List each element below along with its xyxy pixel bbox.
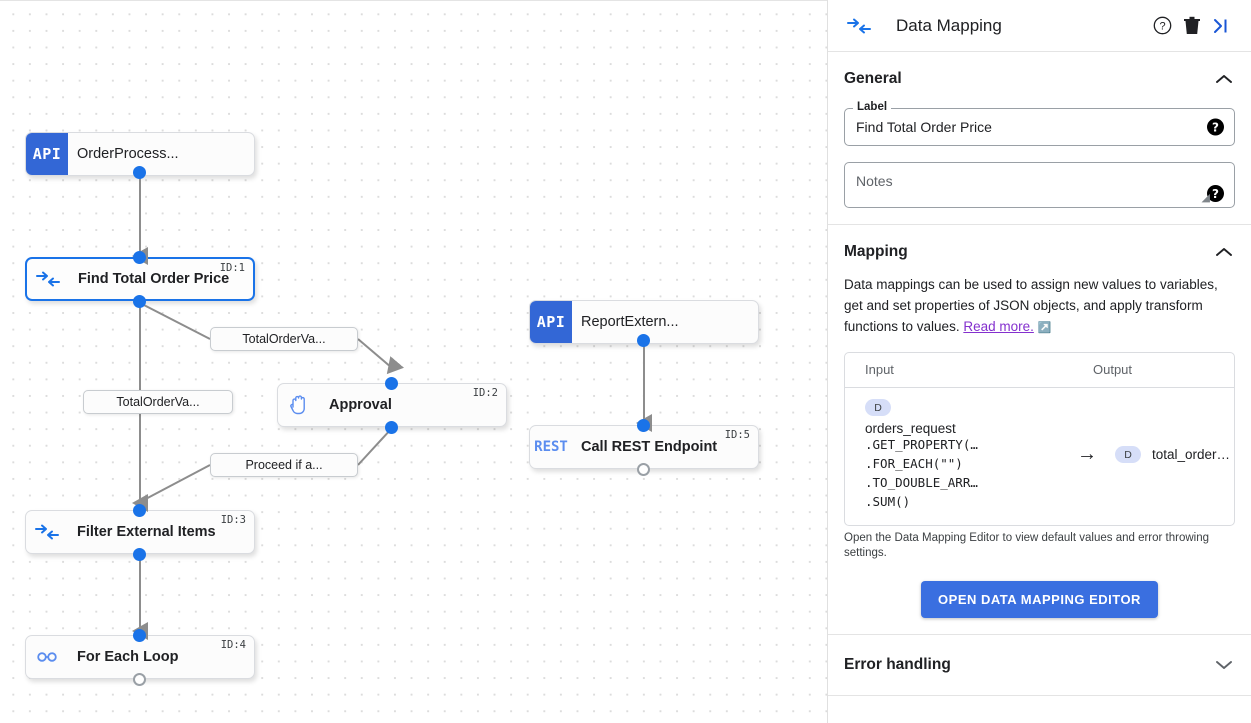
api-icon: API (26, 133, 68, 175)
port-output-call-rest-endpoint[interactable] (637, 463, 650, 476)
port-output-order-process[interactable] (133, 166, 146, 179)
section-mapping-header[interactable]: Mapping (844, 241, 1235, 263)
svg-text:?: ? (1159, 21, 1165, 33)
flow-node-label: For Each Loop (77, 649, 179, 665)
read-more-link[interactable]: Read more. (963, 318, 1034, 334)
flow-node-id-badge: ID:3 (220, 514, 246, 526)
flow-node-id-badge: ID:1 (219, 262, 245, 274)
page-title: Data Mapping (896, 15, 1002, 35)
loop-icon (26, 636, 68, 678)
mapping-button-row: OPEN DATA MAPPING EDITOR (844, 581, 1235, 619)
flow-canvas[interactable]: API OrderProcess... Find Total Order Pri… (0, 0, 828, 723)
notes-field[interactable]: Notes ? ◢ (844, 162, 1235, 208)
label-field-value: Find Total Order Price (856, 119, 992, 135)
notes-placeholder: Notes (856, 173, 893, 189)
properties-panel: Data Mapping ? (828, 0, 1251, 723)
label-field[interactable]: Label Find Total Order Price ? (844, 101, 1235, 146)
flow-node-id-badge: ID:2 (472, 387, 498, 399)
section-error-handling: Error handling (828, 635, 1251, 697)
mapping-table: Input Output D orders_request .GET_PROPE… (844, 351, 1235, 527)
flow-node-call-rest-endpoint[interactable]: REST Call REST Endpoint ID:5 (529, 425, 759, 469)
port-output-report-extern[interactable] (637, 334, 650, 347)
delete-icon[interactable] (1177, 11, 1207, 41)
column-header-input: Input (865, 362, 894, 378)
collapse-panel-icon[interactable] (1207, 11, 1237, 41)
mapping-description-text: Data mappings can be used to assign new … (844, 277, 1218, 334)
connector-wires (132, 176, 652, 640)
port-output-approval[interactable] (385, 421, 398, 434)
label-help-icon[interactable]: ? (1207, 118, 1224, 136)
input-expression: .GET_PROPERTY(… .FOR_EACH("") .TO_DOUBLE… (865, 437, 978, 509)
flow-node-label: Approval (329, 397, 392, 413)
flow-node-label: Call REST Endpoint (581, 439, 718, 455)
port-output-filter-external-items[interactable] (133, 548, 146, 561)
input-variable-name: orders_request (865, 421, 956, 437)
notes-help-icon[interactable]: ? (1207, 185, 1224, 202)
chevron-up-icon[interactable] (1213, 68, 1235, 90)
external-link-icon[interactable]: ↗️ (1037, 321, 1052, 334)
mapping-table-header: Input Output (845, 353, 1234, 388)
mapping-output-cell: D total_order… (1109, 446, 1234, 464)
section-title: General (844, 70, 902, 87)
flow-node-label: Find Total Order Price (78, 271, 230, 287)
section-mapping: Mapping Data mappings can be used to ass… (828, 225, 1251, 636)
mapping-table-row[interactable]: D orders_request .GET_PROPERTY(… .FOR_EA… (845, 388, 1234, 526)
help-icon[interactable]: ? (1147, 11, 1177, 41)
section-title: Mapping (844, 243, 908, 260)
flow-node-label: Filter External Items (77, 524, 216, 540)
flow-node-label: OrderProcess... (77, 146, 179, 162)
chevron-down-icon[interactable] (1213, 654, 1235, 676)
column-header-output: Output (1093, 362, 1133, 378)
flow-node-for-each-loop[interactable]: For Each Loop ID:4 (25, 635, 255, 679)
canvas-top-divider (0, 0, 827, 1)
connector-label-total-order-va-2[interactable]: TotalOrderVa... (83, 390, 233, 414)
port-input-find-total-order-price[interactable] (133, 251, 146, 264)
flow-node-id-badge: ID:5 (724, 429, 750, 441)
input-type-badge: D (865, 399, 891, 417)
data-mapping-icon (844, 11, 874, 41)
section-general: General Label Find Total Order Price ? N… (828, 52, 1251, 225)
port-input-call-rest-endpoint[interactable] (637, 419, 650, 432)
port-output-for-each-loop[interactable] (133, 673, 146, 686)
mapping-arrow-icon: → (1077, 443, 1097, 466)
resize-grip-icon[interactable]: ◢ (1201, 192, 1210, 204)
connector-label-total-order-va-1[interactable]: TotalOrderVa... (210, 327, 358, 351)
output-variable-name: total_order… (1152, 447, 1231, 463)
data-mapping-icon (26, 511, 68, 553)
chevron-up-icon[interactable] (1213, 241, 1235, 263)
output-type-badge: D (1115, 446, 1141, 464)
panel-header: Data Mapping ? (828, 0, 1251, 52)
port-input-for-each-loop[interactable] (133, 629, 146, 642)
connector-label-proceed-if-a[interactable]: Proceed if a... (210, 453, 358, 477)
section-error-handling-header[interactable]: Error handling (844, 654, 1235, 676)
rest-icon: REST (534, 439, 568, 455)
api-icon: API (530, 301, 572, 343)
open-data-mapping-editor-button[interactable]: OPEN DATA MAPPING EDITOR (921, 581, 1158, 619)
port-input-filter-external-items[interactable] (133, 504, 146, 517)
mapping-table-note: Open the Data Mapping Editor to view def… (844, 532, 1210, 560)
flow-node-label: ReportExtern... (581, 314, 679, 330)
label-field-legend: Label (853, 101, 892, 113)
port-output-find-total-order-price[interactable] (133, 295, 146, 308)
port-input-approval[interactable] (385, 377, 398, 390)
section-title: Error handling (844, 656, 951, 674)
flow-node-id-badge: ID:4 (220, 639, 246, 651)
mapping-description: Data mappings can be used to assign new … (844, 275, 1235, 338)
mapping-input-cell: D orders_request .GET_PROPERTY(… .FOR_EA… (845, 398, 1065, 512)
hand-icon (278, 384, 320, 426)
data-mapping-icon (27, 259, 69, 299)
section-general-header[interactable]: General (844, 68, 1235, 90)
